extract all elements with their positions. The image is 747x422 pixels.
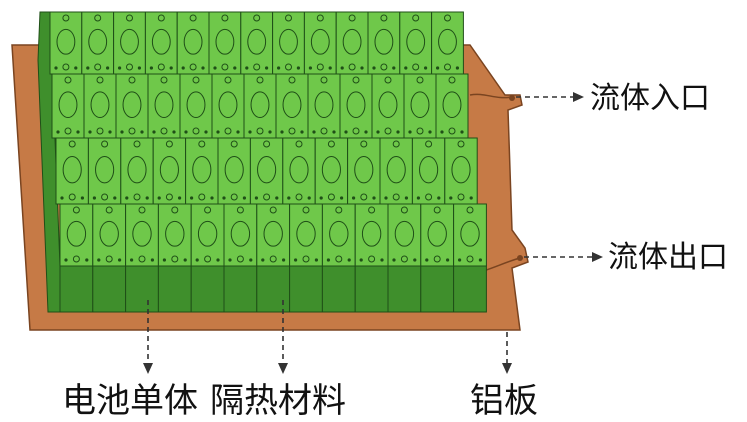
- battery-cell: [435, 73, 469, 139]
- battery-cell: [51, 73, 85, 139]
- battery-cell: [59, 203, 94, 267]
- battery-cell: [403, 73, 437, 139]
- fluid-inlet-label: 流体入口: [590, 81, 710, 116]
- battery-cell-front: [453, 265, 487, 313]
- battery-cell: [55, 137, 89, 205]
- aluminum-plate-label: 铝板: [470, 381, 538, 421]
- battery-cell: [120, 137, 154, 205]
- battery-cell: [81, 11, 115, 75]
- battery-cell: [399, 11, 433, 75]
- battery-cell-front: [125, 265, 159, 313]
- inlet-pipe: [469, 93, 513, 99]
- callout-arrows: [143, 92, 603, 374]
- battery-cell: [208, 11, 242, 75]
- insulation-label: 隔热材料: [210, 381, 346, 421]
- battery-cell: [217, 137, 251, 205]
- battery-cell: [152, 137, 187, 205]
- battery-cell: [211, 73, 245, 139]
- battery-cell-front: [289, 265, 323, 313]
- battery-cell-front: [92, 265, 127, 313]
- battery-cell: [303, 11, 337, 75]
- battery-cell-front: [59, 265, 94, 313]
- battery-cell: [411, 137, 446, 205]
- battery-cell: [147, 73, 181, 139]
- battery-cell-front: [321, 265, 356, 313]
- battery-cell: [289, 203, 323, 267]
- fluid-outlet-label: 流体出口: [608, 240, 728, 275]
- battery-cell: [223, 203, 258, 267]
- battery-cell: [335, 11, 369, 75]
- battery-cell: [272, 11, 305, 75]
- cell-label: 电池单体: [62, 381, 198, 421]
- battery-cell-front: [157, 265, 192, 313]
- battery-cell: [371, 73, 405, 139]
- battery-cell: [339, 73, 373, 139]
- battery-cell-front: [256, 265, 291, 313]
- battery-cell: [379, 137, 413, 205]
- battery-cell: [179, 73, 213, 139]
- battery-cell: [243, 73, 277, 139]
- battery-cell-front: [420, 265, 455, 313]
- battery-cell: [115, 73, 149, 139]
- battery-cell-front: [354, 265, 389, 313]
- battery-cell: [387, 203, 422, 267]
- battery-cell: [113, 11, 146, 75]
- battery-cell: [275, 73, 309, 139]
- battery-cell: [282, 137, 316, 205]
- battery-cell: [431, 11, 464, 75]
- battery-cell: [92, 203, 127, 267]
- battery-cell: [314, 137, 349, 205]
- battery-cells: [37, 11, 487, 313]
- battery-cell: [444, 137, 478, 205]
- battery-cell: [190, 203, 225, 267]
- battery-cell: [185, 137, 219, 205]
- battery-cell: [256, 203, 291, 267]
- battery-cell: [125, 203, 159, 267]
- battery-cell: [83, 73, 117, 139]
- battery-cell: [144, 11, 178, 75]
- battery-cell: [157, 203, 192, 267]
- battery-cell: [176, 11, 210, 75]
- battery-cell-front: [387, 265, 422, 313]
- battery-cell: [240, 11, 274, 75]
- battery-cell: [87, 137, 122, 205]
- battery-cell: [367, 11, 401, 75]
- battery-cell: [347, 137, 381, 205]
- battery-cell-front: [223, 265, 258, 313]
- battery-cell: [420, 203, 455, 267]
- battery-cell: [453, 203, 487, 267]
- battery-cell-front: [190, 265, 225, 313]
- battery-cell: [249, 137, 284, 205]
- battery-cell: [321, 203, 356, 267]
- battery-cell: [354, 203, 389, 267]
- battery-cell: [49, 11, 83, 75]
- battery-cell: [307, 73, 341, 139]
